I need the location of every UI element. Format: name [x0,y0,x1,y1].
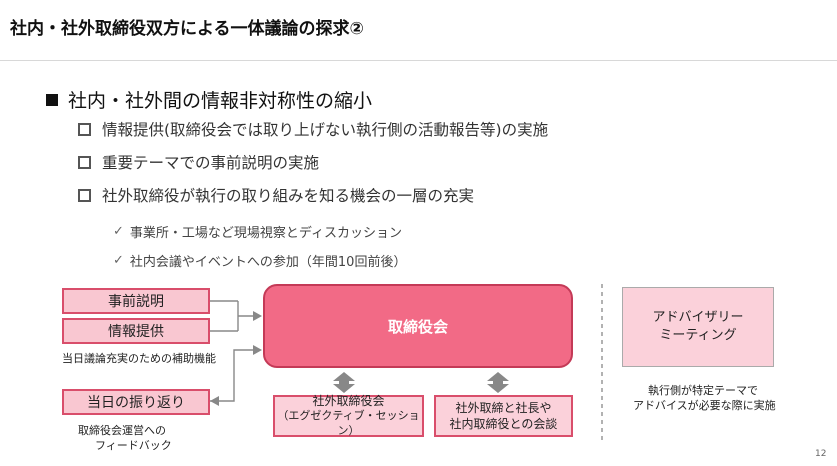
checkmark-icon: ✓ [113,224,124,239]
check-item-text: 事業所・工場など現場視察とディスカッション [129,226,402,241]
hollow-square-bullet-icon [78,188,91,202]
checkmark-icon: ✓ [113,253,124,268]
advisory-line1: アドバイザリー [652,309,744,325]
check-item-text: 社内会議やイベントへの参加（年間10回前後） [129,255,407,270]
sub-bullet: 社外取締役が執行の取り組みを知る機会の一層の充実 [78,184,474,206]
prior-explanation-box: 事前説明 [62,288,210,314]
president-meeting-line1: 社外取締と社長や [455,400,552,415]
sub-bullet: 情報提供(取締役会では取り上げない執行側の活動報告等)の実施 [78,118,548,140]
double-arrow-icon [333,372,355,393]
feedback-caption-line1: 取締役会運営への [78,424,166,437]
double-arrow-icon [487,372,509,393]
president-meeting-line2: 社内取締役との会談 [449,417,558,431]
sub-bullet-text: 社外取締役が執行の取り組みを知る機会の一層の充実 [102,187,475,205]
feedback-caption-line2: フィードバック [95,439,172,452]
page-title: 社内・社外取締役双方による一体議論の探求② [10,19,364,39]
review-box: 当日の振り返り [62,389,210,415]
title-divider [0,60,837,61]
main-bullet: 社内・社外間の情報非対称性の縮小 [46,86,372,113]
arrow-left-icon [210,396,219,406]
executive-session-line2: （エグゼクティブ・セッション） [277,409,420,438]
filled-square-bullet-icon [46,93,58,106]
support-caption: 当日議論充実のための補助機能 [62,352,216,365]
president-meeting-box: 社外取締と社長や 社内取締役との会談 [434,395,573,437]
sub-bullet-text: 重要テーマでの事前説明の実施 [102,154,320,172]
hollow-square-bullet-icon [78,155,91,169]
sub-bullet-text: 情報提供(取締役会では取り上げない執行側の活動報告等)の実施 [102,121,549,139]
advisory-caption-line2: アドバイスが必要な際に実施 [633,399,776,412]
check-item: ✓ 社内会議やイベントへの参加（年間10回前後） [113,251,406,270]
advisory-line2: ミーティング [659,328,737,343]
advisory-caption-line1: 執行側が特定テーマで [648,384,758,397]
board-label: 取締役会 [387,317,448,336]
executive-session-box: 社外取締役会 （エグゼクティブ・セッション） [273,394,424,438]
prior-explanation-label: 事前説明 [108,294,164,310]
info-provision-box: 情報提供 [62,318,210,344]
hollow-square-bullet-icon [78,122,91,136]
board-of-directors-box: 取締役会 [263,284,573,368]
review-label: 当日の振り返り [87,395,185,411]
main-bullet-text: 社内・社外間の情報非対称性の縮小 [68,90,373,112]
advisory-meeting-box: アドバイザリー ミーティング [622,287,774,367]
info-provision-label: 情報提供 [108,324,164,340]
executive-session-line1: 社外取締役会 [312,394,385,409]
arrow-right-icon [253,311,262,321]
check-item: ✓ 事業所・工場など現場視察とディスカッション [113,222,402,241]
arrow-right-icon [253,345,262,355]
sub-bullet: 重要テーマでの事前説明の実施 [78,151,319,173]
page-number: 12 [815,449,827,459]
